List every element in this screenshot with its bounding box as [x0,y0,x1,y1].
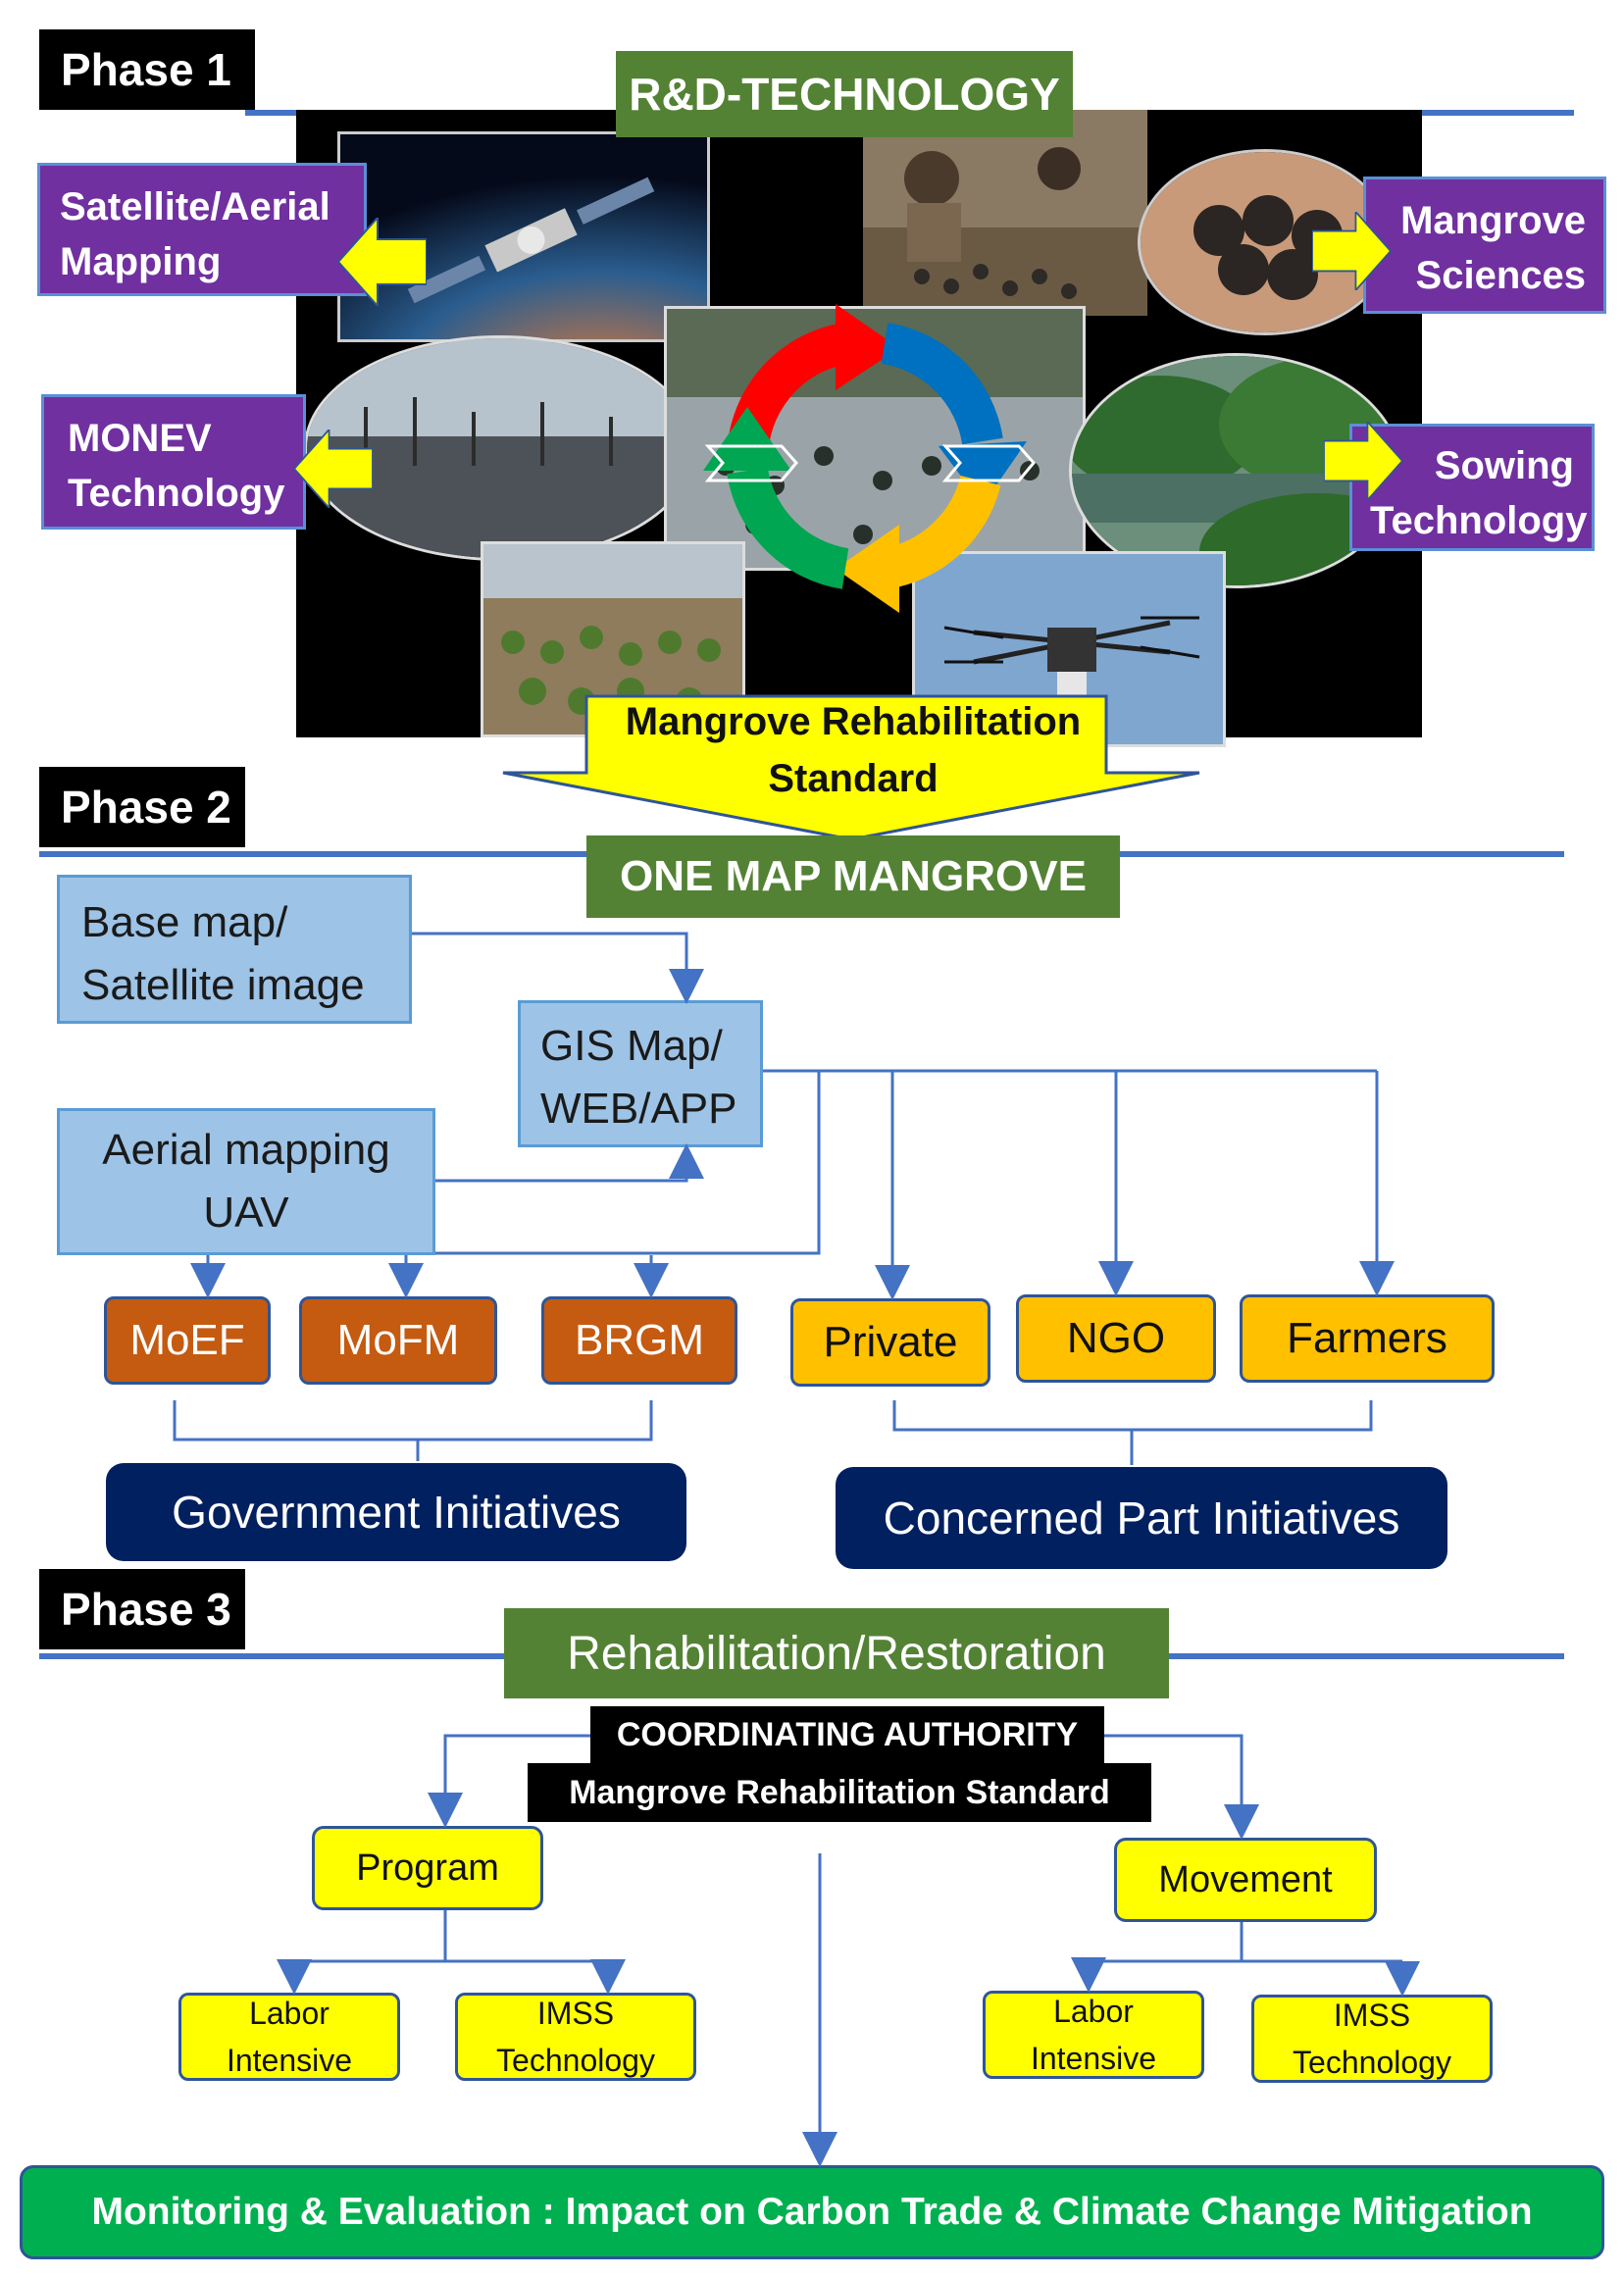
rd-photo-panel [296,110,1422,747]
movement-box: Movement [1114,1838,1377,1922]
standard-arrow-shape [502,694,1200,841]
phase3-title: Rehabilitation/Restoration [504,1608,1169,1698]
phase2-title: ONE MAP MANGROVE [586,835,1120,918]
rehab-standard-box: Mangrove Rehabilitation Standard [528,1763,1151,1822]
base-map-label: Base map/ Satellite image [81,898,365,1009]
brgm-box: BRGM [541,1296,737,1385]
gis-map-label: GIS Map/ WEB/APP [540,1022,737,1133]
phase1-title: R&D-TECHNOLOGY [616,51,1073,137]
program-box: Program [312,1826,543,1910]
imss-technology-right: IMSS Technology [1251,1995,1493,2083]
monitoring-evaluation-bar: Monitoring & Evaluation : Impact on Carb… [20,2165,1604,2259]
cycle-arrows-icon [703,304,1036,613]
monev-box: MONEV Technology [41,394,306,530]
coordinating-authority-box: COORDINATING AUTHORITY [590,1706,1104,1763]
arrow-right-icon-2 [1324,422,1402,500]
phase3-tag: Phase 3 [39,1569,245,1649]
aerial-mapping-label: Aerial mapping UAV [102,1126,390,1237]
mofm-box: MoFM [299,1296,497,1385]
mangrove-seed-photo [863,110,1147,316]
private-box: Private [790,1298,990,1387]
satellite-aerial-box: Satellite/Aerial Mapping [37,163,367,296]
satellite-aerial-label: Satellite/Aerial Mapping [60,185,330,283]
government-initiatives-box: Government Initiatives [106,1463,686,1561]
standard-arrow-label: Mangrove Rehabilitation Standard [625,700,1082,800]
arrow-left-icon-2 [294,430,373,508]
moef-box: MoEF [104,1296,271,1385]
sowing-technology-box: Sowing Technology [1349,424,1595,551]
ngo-box: NGO [1016,1294,1216,1383]
phase1-tag: Phase 1 [39,29,255,110]
gis-map-box: GIS Map/ WEB/APP [518,1000,763,1147]
phase2-tag: Phase 2 [39,767,245,847]
concerned-initiatives-box: Concerned Part Initiatives [836,1467,1447,1569]
mangrove-sciences-label: Mangrove Sciences [1400,199,1586,297]
arrow-right-icon [1312,212,1391,290]
farmers-box: Farmers [1240,1294,1495,1383]
sowing-technology-label: Sowing Technology [1370,444,1588,542]
arrow-left-icon [338,218,427,306]
imss-technology-left: IMSS Technology [455,1993,696,2081]
mangrove-sciences-box: Mangrove Sciences [1363,177,1606,314]
monev-label: MONEV Technology [68,417,285,515]
labor-intensive-right: Labor Intensive [983,1991,1204,2079]
aerial-mapping-box: Aerial mapping UAV [57,1108,435,1255]
base-map-box: Base map/ Satellite image [57,875,412,1024]
labor-intensive-left: Labor Intensive [178,1993,400,2081]
